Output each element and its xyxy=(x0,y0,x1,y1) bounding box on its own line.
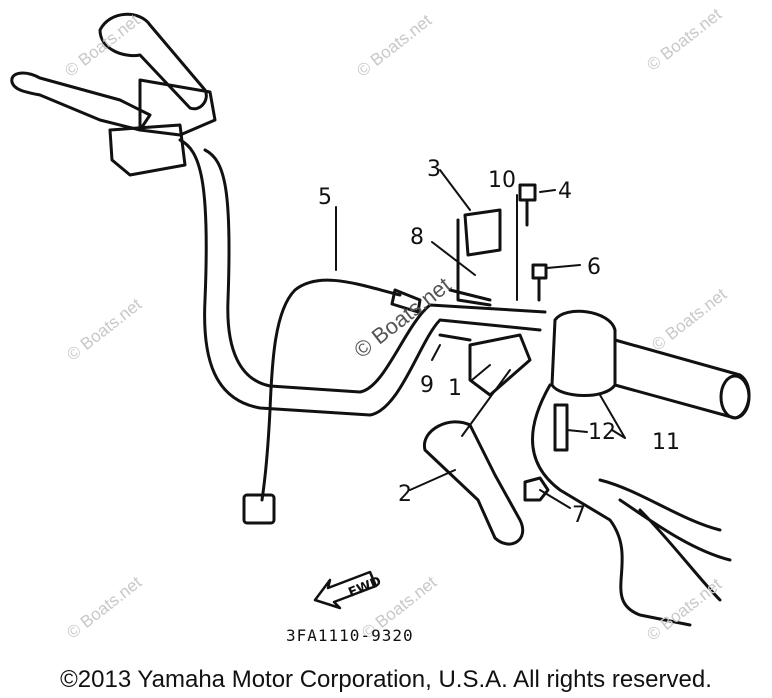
leader-lines xyxy=(335,169,626,509)
switch-bracket xyxy=(463,208,502,257)
callout-10: 10 xyxy=(488,168,516,193)
left-perch xyxy=(108,123,187,177)
bolt-4 xyxy=(518,183,537,227)
bolt-12 xyxy=(553,403,569,452)
callout-8: 8 xyxy=(410,225,424,250)
right-lever xyxy=(423,420,525,546)
callout-5: 5 xyxy=(318,185,332,210)
callout-6: 6 xyxy=(587,255,601,280)
cable xyxy=(260,278,402,502)
fwd-arrow-icon xyxy=(313,570,378,610)
callout-7: 7 xyxy=(572,503,586,528)
callout-4: 4 xyxy=(558,179,572,204)
lever-holder xyxy=(468,333,532,397)
callout-12: 12 xyxy=(588,420,616,445)
callout-2: 2 xyxy=(398,482,412,507)
nut-7 xyxy=(523,476,550,502)
switch-housing xyxy=(550,309,617,397)
callout-11: 11 xyxy=(652,430,680,455)
screw-9 xyxy=(438,333,472,342)
callout-9: 9 xyxy=(420,373,434,398)
part-code: 3FA1110-9320 xyxy=(286,626,414,645)
callout-1: 1 xyxy=(448,376,462,401)
cable-connector xyxy=(242,493,276,525)
callout-3: 3 xyxy=(427,157,441,182)
bolt-6 xyxy=(531,263,548,302)
left-lever xyxy=(10,71,152,132)
left-grip xyxy=(98,12,217,137)
copyright-notice: ©2013 Yamaha Motor Corporation, U.S.A. A… xyxy=(60,666,712,693)
handlebar-tube xyxy=(178,138,542,417)
wiring-harness xyxy=(531,383,692,627)
handlebar-parts-diagram xyxy=(10,12,751,627)
